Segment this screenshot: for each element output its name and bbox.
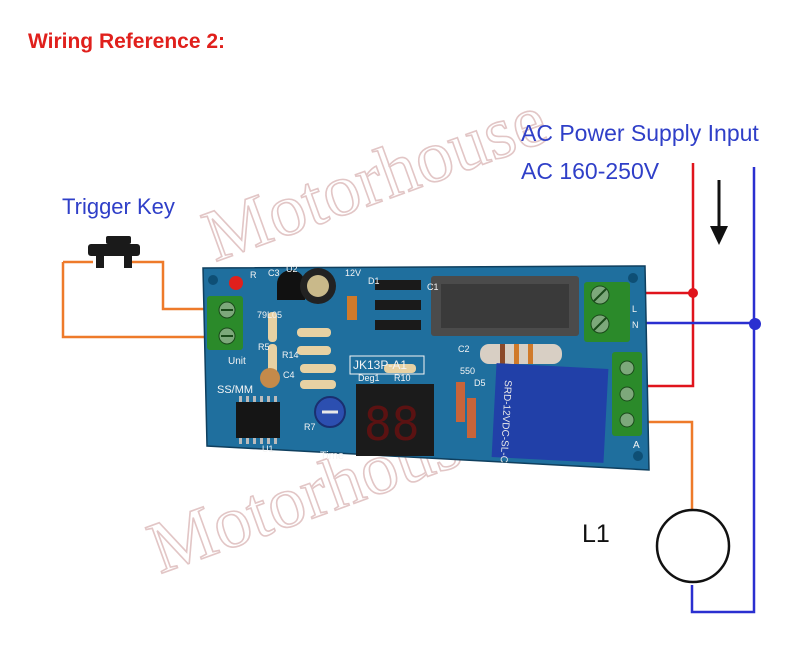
relay-srd: SRD-12VDC-SL-C bbox=[491, 363, 609, 463]
capacitor-c4 bbox=[260, 368, 280, 388]
diode-group bbox=[347, 280, 421, 330]
neutral-junction bbox=[749, 318, 761, 330]
trigger-wire-lower bbox=[61, 262, 224, 339]
d1-label: D1 bbox=[368, 276, 380, 286]
live-junction bbox=[688, 288, 698, 298]
d5-label: D5 bbox=[474, 378, 486, 388]
ic-u1 bbox=[236, 402, 280, 438]
regulator-u3 bbox=[277, 270, 305, 300]
svg-text:SRD-12VDC-SL-C: SRD-12VDC-SL-C bbox=[498, 380, 513, 463]
trigger-wire-upper bbox=[131, 260, 224, 311]
u2-label: U2 bbox=[286, 264, 298, 274]
diode-d5 bbox=[456, 382, 465, 422]
q550-label: 550 bbox=[460, 366, 475, 376]
led-indicator bbox=[229, 276, 243, 290]
ss-mm-label: SS/MM bbox=[217, 384, 253, 396]
a-label: A bbox=[633, 440, 640, 451]
ac-input-terminal-block[interactable] bbox=[584, 282, 630, 342]
time-label: Time bbox=[320, 450, 344, 462]
board-model-label: JK13P-A1 bbox=[353, 358, 407, 372]
diagram-title: Wiring Reference 2: bbox=[28, 30, 226, 53]
relay-output-terminal-block[interactable] bbox=[612, 352, 642, 436]
trigger-key-label: Trigger Key bbox=[62, 194, 175, 219]
c4-label: C4 bbox=[283, 370, 295, 380]
r10-label: R10 bbox=[394, 373, 411, 383]
l-label: L bbox=[632, 304, 637, 314]
r7-label: R7 bbox=[304, 422, 316, 432]
trigger-terminal-block[interactable] bbox=[207, 296, 243, 350]
seven-segment-display: 88 bbox=[356, 384, 434, 456]
ac-power-label: AC Power Supply Input bbox=[521, 120, 759, 146]
push-button-icon[interactable] bbox=[88, 236, 140, 268]
n-label: N bbox=[632, 320, 639, 330]
unit-label: Unit bbox=[228, 356, 246, 367]
timer-relay-board: 88 SRD-12VDC-SL-C JK13P-A1 Unit SS/MM Ti… bbox=[202, 264, 650, 471]
svg-text:88: 88 bbox=[364, 397, 419, 451]
ac-neutral-wire bbox=[690, 167, 756, 614]
ac-voltage-label: AC 160-250V bbox=[521, 158, 660, 184]
r14-label: R14 bbox=[282, 350, 299, 360]
u1-label: U1 bbox=[262, 444, 274, 454]
time-potentiometer[interactable] bbox=[314, 396, 346, 428]
power-resistor bbox=[480, 344, 562, 364]
c1-label: C1 bbox=[427, 282, 439, 292]
r5-label: R5 bbox=[258, 342, 270, 352]
arrow-down-icon bbox=[710, 180, 728, 245]
r-label: R bbox=[250, 270, 257, 280]
u3-label: 79L05 bbox=[257, 310, 282, 320]
c3-label: C3 bbox=[268, 268, 280, 278]
load-l1-label: L1 bbox=[582, 520, 610, 548]
deg1-label: Deg1 bbox=[358, 373, 380, 383]
resistor-array bbox=[268, 312, 416, 389]
watermark-top: Motorhouse bbox=[193, 79, 557, 278]
v12-label: 12V bbox=[345, 268, 361, 278]
c2-label: C2 bbox=[458, 344, 470, 354]
lamp-l1-icon bbox=[655, 508, 731, 584]
